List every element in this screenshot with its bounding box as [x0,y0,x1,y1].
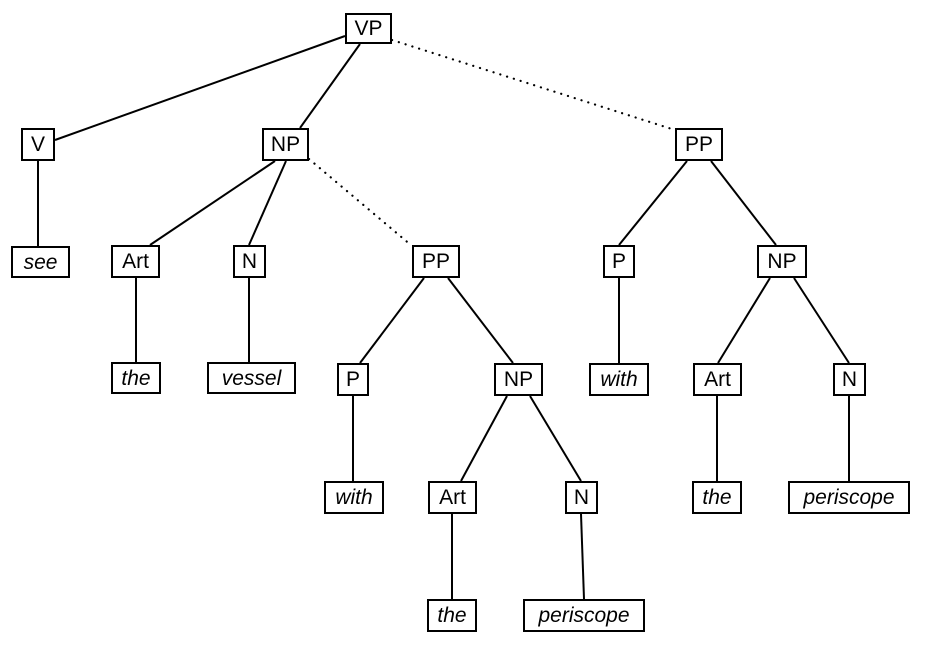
tree-edge-pp_right-to-p_right [618,160,688,246]
tree-edge-vp-to-pp_right [390,38,677,132]
tree-edge-np1-to-n1 [248,160,287,246]
tree-node-the_r: the [692,481,742,514]
tree-edge-vp-to-np1 [299,43,361,129]
tree-node-n_right: N [833,363,866,396]
tree-node-the_m: the [427,599,477,632]
tree-node-vessel: vessel [207,362,296,394]
tree-node-see: see [11,246,70,278]
tree-node-periscope_r: periscope [788,481,910,514]
tree-node-periscope_m: periscope [523,599,645,632]
tree-node-np_mid: NP [494,363,543,396]
tree-edge-np1-to-art1 [149,160,276,246]
tree-edge-np_right-to-n_right [793,277,850,364]
tree-edge-np_mid-to-art_mid [460,395,508,482]
tree-node-pp_mid: PP [412,245,460,278]
tree-edge-vp-to-v [54,35,346,141]
tree-node-n_mid: N [565,481,598,514]
tree-node-with_m: with [324,481,384,514]
tree-edge-np_right-to-art_right [717,277,771,364]
tree-edge-n_mid-to-periscope_m [580,513,585,600]
tree-edge-pp_right-to-np_right [710,160,777,246]
tree-node-p_right: P [603,245,635,278]
tree-node-art1: Art [111,245,160,278]
tree-node-p_mid: P [337,363,369,396]
tree-edge-pp_mid-to-p_mid [359,277,425,364]
tree-edge-pp_mid-to-np_mid [447,277,514,364]
tree-node-np_right: NP [757,245,807,278]
tree-edge-np_mid-to-n_mid [529,395,582,482]
tree-node-n1: N [233,245,266,278]
tree-node-with_r: with [589,363,649,396]
tree-node-pp_right: PP [675,128,723,161]
tree-node-v: V [21,128,55,161]
tree-node-np1: NP [262,128,309,161]
tree-node-the1: the [111,362,161,394]
tree-node-art_mid: Art [428,481,477,514]
tree-node-vp: VP [345,13,392,44]
tree-edge-np1-to-pp_mid [307,157,414,248]
tree-node-art_right: Art [693,363,742,396]
